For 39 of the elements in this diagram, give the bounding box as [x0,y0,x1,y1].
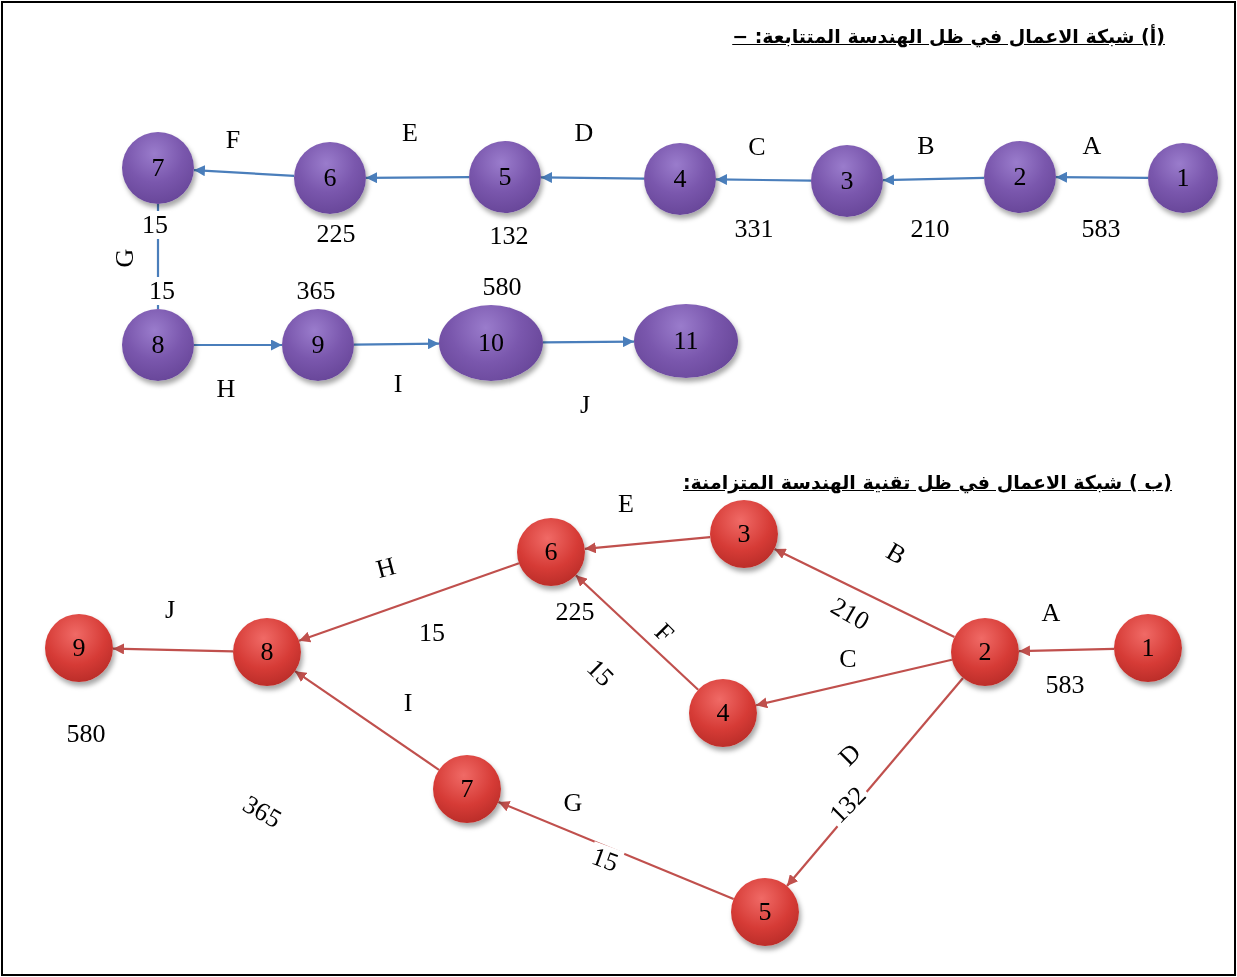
arrow [716,174,811,186]
event-circle: 9 [45,614,113,682]
arrow [575,574,699,691]
event-ellipse: 11 [634,304,738,378]
arrow [193,165,295,177]
event-ellipse: 10 [439,305,543,381]
event-circle: 4 [644,143,716,215]
event-circle: 1 [1148,143,1218,213]
event-circle: 5 [469,141,541,213]
arrow [1056,171,1148,183]
event-circle: 3 [811,145,883,217]
event-circle: 6 [517,518,585,586]
section-heading: (ب ) شبكة الاعمال في ظل تقنية الهندسة المتزامنة: [683,473,1172,492]
arrow [112,643,234,655]
arrow [294,670,440,771]
arrow [366,172,469,184]
event-circle: 5 [731,878,799,946]
arrow [542,336,635,348]
arrow [498,800,734,901]
arrow [882,174,985,186]
arrow [541,172,644,184]
event-circle: 2 [984,141,1056,213]
arrow [298,562,520,643]
event-circle: 3 [710,500,778,568]
arrow [194,339,282,351]
event-circle: 8 [233,618,301,686]
event-circle: 2 [951,618,1019,686]
event-circle: 7 [122,132,194,204]
event-circle: 8 [122,309,194,381]
event-circle: 6 [294,142,366,214]
event-circle: 1 [1114,614,1182,682]
event-circle: 9 [282,309,354,381]
event-circle: 7 [433,755,501,823]
arrow [584,536,711,554]
arrow [1018,645,1115,657]
event-circle: 4 [689,679,757,747]
arrow [774,547,955,639]
arrow [755,658,953,709]
arrow [354,338,440,350]
